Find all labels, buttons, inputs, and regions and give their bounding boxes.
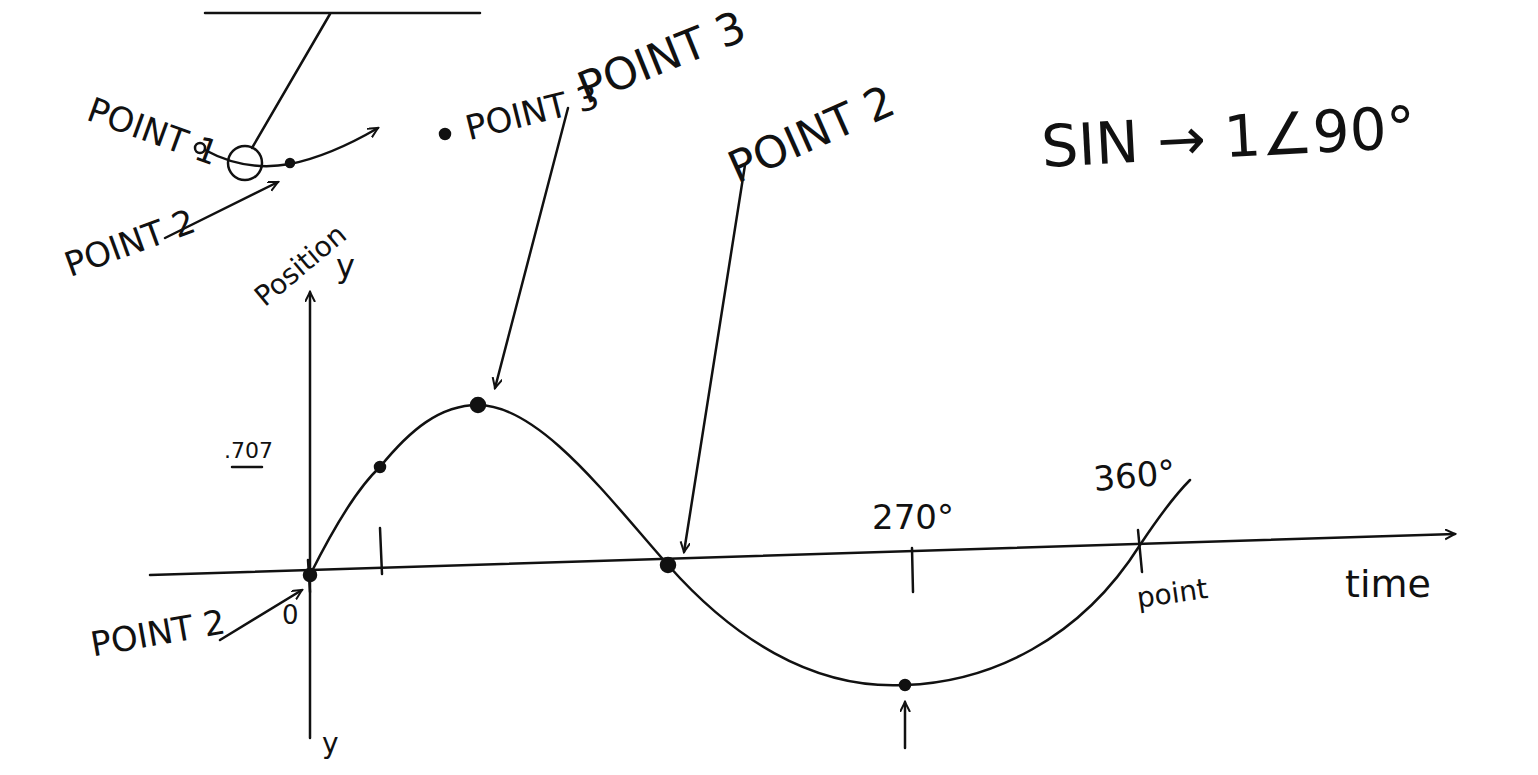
axis-label: y: [336, 250, 355, 282]
tick-value: .707: [224, 440, 273, 462]
axis-label: y: [322, 730, 339, 758]
angle-label: 360°: [1092, 455, 1177, 496]
tick-value: 0: [282, 602, 299, 628]
point-label: POINT 2: [60, 204, 199, 282]
point-label: point: [1135, 575, 1210, 613]
axis-label: time: [1345, 565, 1431, 603]
point-label: POINT 1: [83, 92, 222, 170]
point-label: POINT 3: [572, 4, 752, 111]
point-label: POINT 2: [88, 604, 228, 661]
angle-label: 270°: [872, 500, 954, 534]
phasor-note: SIN → 1∠90°: [1040, 98, 1417, 176]
point-label: POINT 2: [722, 78, 901, 190]
